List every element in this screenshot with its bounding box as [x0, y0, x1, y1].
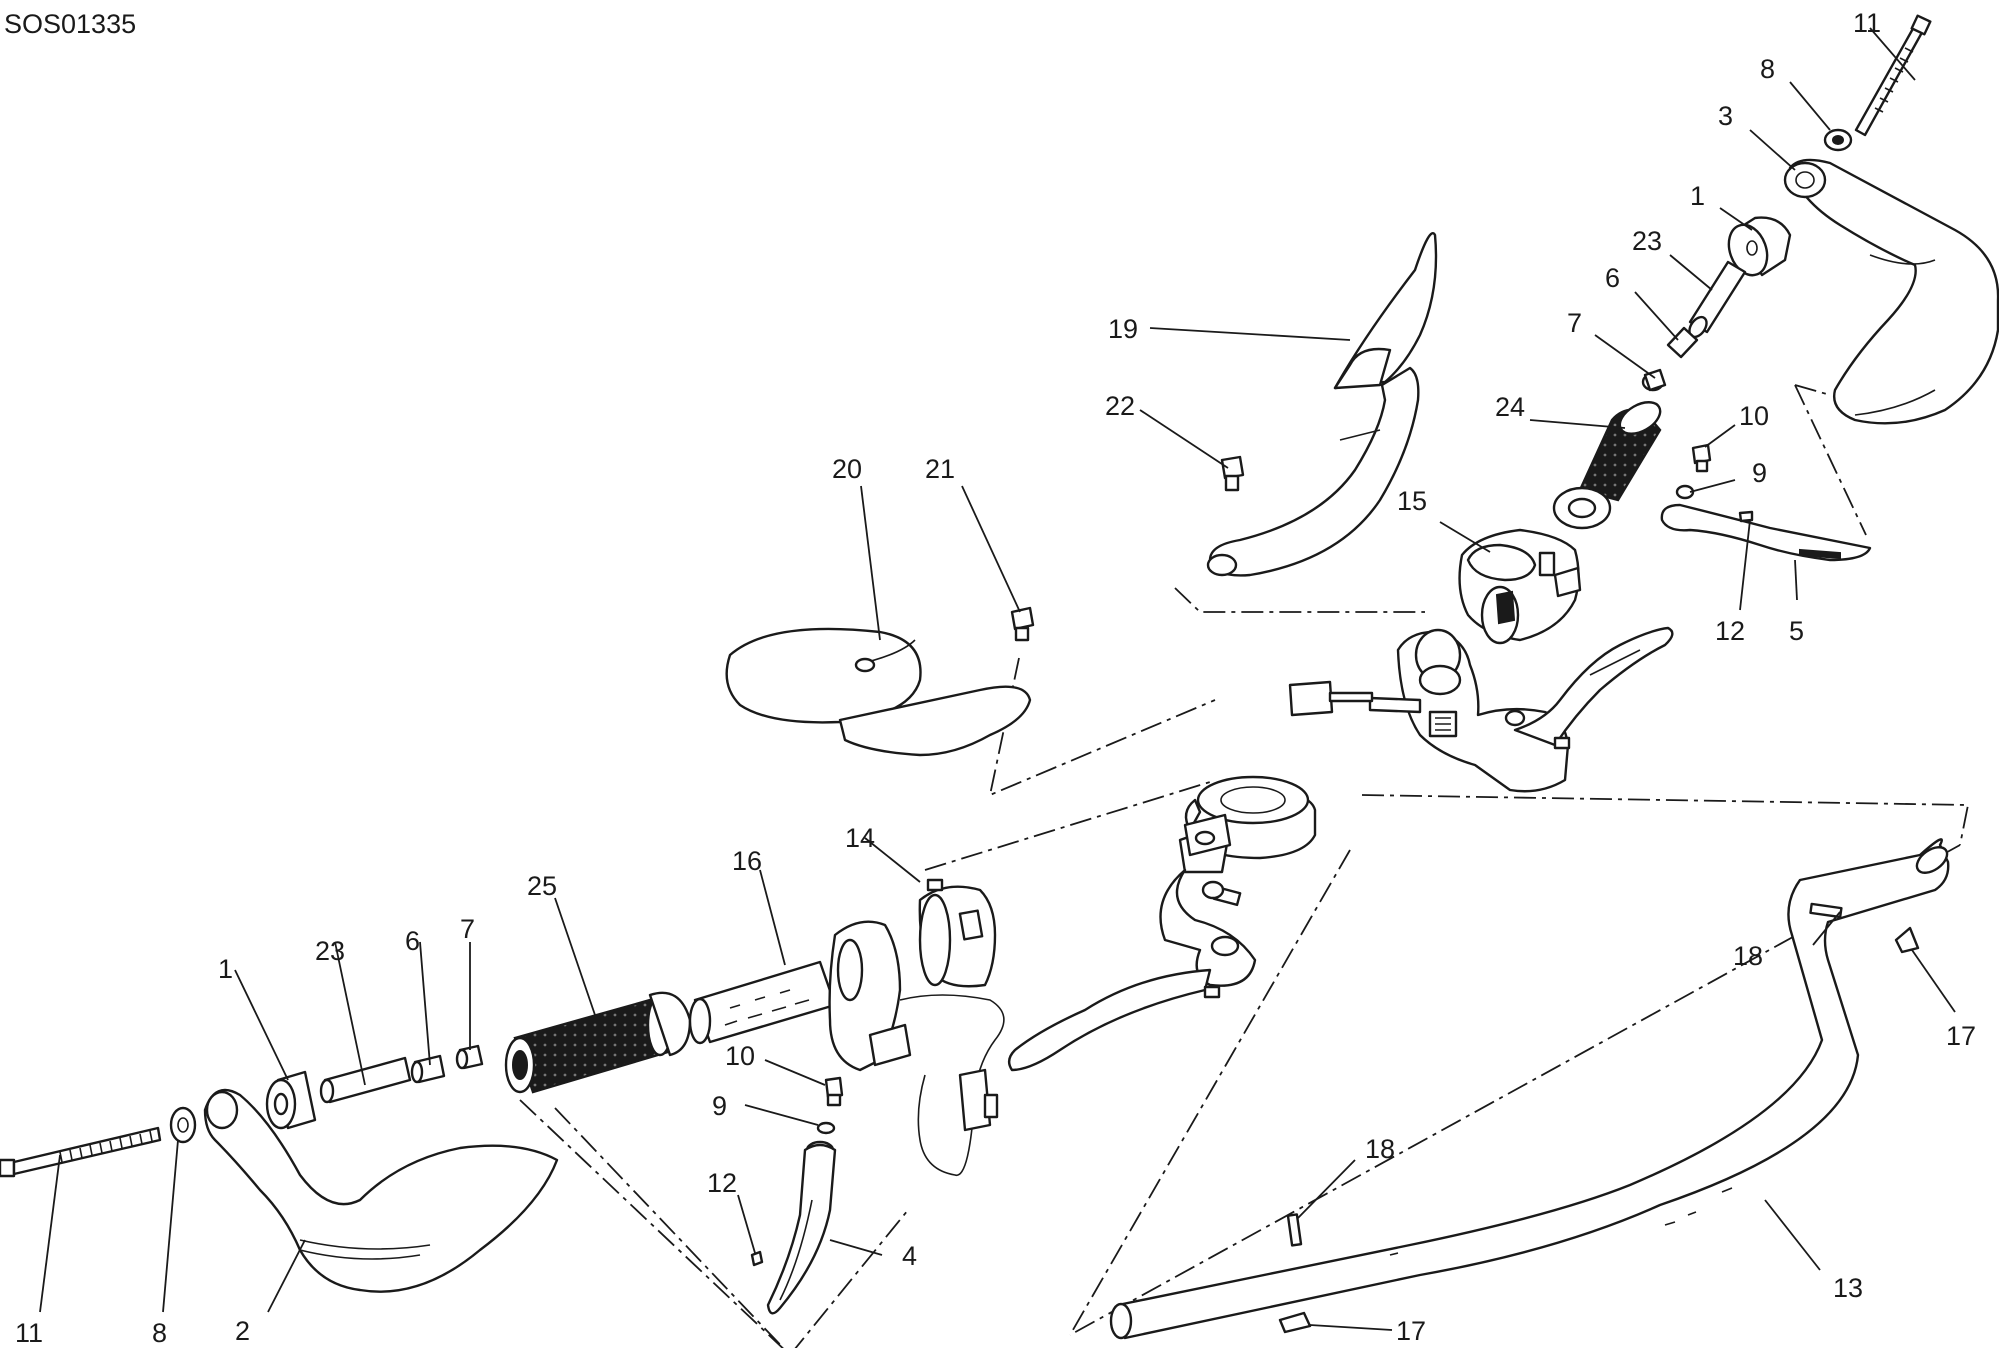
callout-10-left: 10 — [725, 1041, 755, 1071]
callout-12-right: 12 — [1715, 616, 1745, 646]
lever-5-right — [1660, 503, 1872, 562]
pin-12-right — [1738, 510, 1754, 523]
spacer-7-right — [1641, 368, 1667, 392]
callout-14: 14 — [845, 823, 875, 853]
callout-5: 5 — [1789, 616, 1804, 646]
pin-18-lower — [1286, 1213, 1303, 1247]
bolt-11-left — [0, 1126, 162, 1178]
callout-9-right: 9 — [1752, 458, 1767, 488]
callout-17-upper: 17 — [1946, 1021, 1976, 1051]
callout-1-left: 1 — [218, 954, 233, 984]
mirror-right — [1206, 232, 1438, 577]
clutch-lever — [766, 1140, 837, 1315]
callout-7-right: 7 — [1567, 308, 1582, 338]
callout-23-left: 23 — [315, 936, 345, 966]
callout-4: 4 — [902, 1241, 917, 1271]
callout-12-left: 12 — [707, 1168, 737, 1198]
rubber-6-left — [410, 1054, 446, 1084]
switch-housing-right — [1458, 528, 1582, 645]
callout-10-right: 10 — [1739, 401, 1769, 431]
insert-tube-right — [1688, 260, 1747, 339]
callout-6-left: 6 — [405, 926, 420, 956]
bar-end-weight-left — [265, 1070, 317, 1130]
spacer-7-left — [455, 1044, 484, 1070]
grip-right — [1552, 401, 1662, 530]
callout-15: 15 — [1397, 486, 1427, 516]
rubber-6-right — [1666, 326, 1699, 359]
callout-22: 22 — [1105, 391, 1135, 421]
drawing-code: SOS01335 — [4, 9, 136, 39]
brake-master-cylinder — [1288, 626, 1674, 793]
callout-23-right: 23 — [1632, 226, 1662, 256]
callout-17-lower: 17 — [1396, 1316, 1426, 1346]
screw-10-right — [1691, 443, 1712, 473]
callout-19: 19 — [1108, 314, 1138, 344]
callout-18-lower: 18 — [1365, 1134, 1395, 1164]
callout-labels: 11 8 3 1 23 6 7 24 15 10 9 12 5 19 22 20… — [15, 8, 1976, 1348]
callout-8-right: 8 — [1760, 54, 1775, 84]
callout-6-right: 6 — [1605, 263, 1620, 293]
hand-guard-right — [1783, 158, 1999, 425]
callout-11-right: 11 — [1853, 8, 1881, 38]
clutch-master-cylinder — [1007, 775, 1317, 1072]
pin-18-upper — [1809, 902, 1843, 919]
grip-left — [504, 991, 692, 1094]
callout-3: 3 — [1718, 101, 1733, 131]
bar-end-weight-right — [1727, 216, 1792, 277]
mirror-left — [725, 627, 1032, 757]
handlebar — [1109, 838, 1950, 1340]
washer-9-left — [816, 1121, 836, 1135]
callout-9-left: 9 — [712, 1091, 727, 1121]
callout-7-left: 7 — [460, 914, 475, 944]
screw-10-left — [824, 1076, 844, 1107]
leader-lines — [39, 27, 1956, 1331]
callout-21: 21 — [925, 454, 955, 484]
callout-1-right: 1 — [1690, 181, 1705, 211]
callout-16: 16 — [732, 846, 762, 876]
connector-left — [958, 1068, 999, 1132]
washer-8-left — [169, 1106, 197, 1144]
callout-8-left: 8 — [152, 1318, 167, 1348]
washer-8-right — [1823, 128, 1853, 152]
callout-2: 2 — [235, 1316, 250, 1346]
throttle-housing — [828, 920, 1005, 1176]
clip-17-upper — [1894, 926, 1920, 954]
callout-18-upper: 18 — [1733, 941, 1763, 971]
bolt-11-right — [1854, 14, 1932, 137]
insert-tube-left — [319, 1056, 412, 1104]
switch-housing-left — [918, 878, 997, 988]
throttle-tube — [688, 960, 837, 1045]
callout-13: 13 — [1833, 1273, 1863, 1303]
callout-11-left: 11 — [15, 1318, 43, 1348]
screw-21 — [1010, 606, 1035, 642]
callout-20: 20 — [832, 454, 862, 484]
callout-24: 24 — [1495, 392, 1525, 422]
hand-guard-left — [203, 1088, 559, 1293]
pin-12-left — [750, 1250, 764, 1267]
clip-17-lower — [1278, 1311, 1312, 1334]
bracket-block-centre — [1183, 813, 1232, 857]
screw-22 — [1220, 455, 1245, 492]
callout-25: 25 — [527, 871, 557, 901]
